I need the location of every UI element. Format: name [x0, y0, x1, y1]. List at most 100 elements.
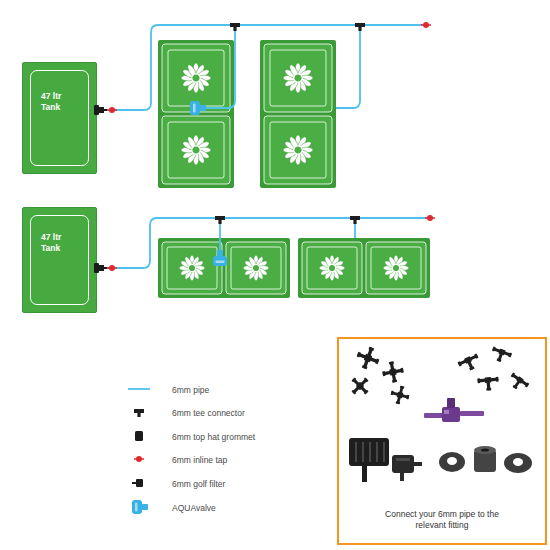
- tank-fitting: [94, 105, 107, 273]
- filter-photo: [362, 442, 364, 462]
- legend-entry: 6mm inline tap: [172, 455, 227, 465]
- illustration: [107, 265, 117, 271]
- filter-photo: [362, 466, 367, 482]
- golf-filter-symbol: [132, 479, 143, 487]
- tray: [158, 40, 234, 188]
- water-tank: 47 ltr Tank: [22, 62, 97, 174]
- legend-text: 6mm tee connector: [172, 408, 245, 418]
- tray: [158, 238, 290, 298]
- filter-photo: [392, 455, 414, 473]
- tray: [168, 122, 224, 178]
- legend-symbols: [134, 456, 144, 462]
- pipe-sample: [128, 388, 150, 390]
- filter-photo: [376, 442, 378, 462]
- grommet-photo: [481, 448, 489, 451]
- purple-tap-photo: [444, 410, 449, 414]
- tank-label: 47 ltr Tank: [41, 91, 77, 113]
- tray: [162, 116, 230, 184]
- pipe: [206, 25, 235, 108]
- filter-photo: [349, 438, 389, 466]
- purple-tap-photo: [424, 413, 444, 418]
- tray: [264, 116, 332, 184]
- filter-photo: [383, 442, 385, 462]
- filter-photo: [414, 462, 422, 466]
- tray: [226, 242, 286, 294]
- tray: [283, 63, 313, 93]
- tray: [260, 40, 336, 188]
- tank-fitting: [104, 109, 107, 111]
- tray: [231, 247, 281, 289]
- purple-tap-photo: [424, 398, 484, 422]
- illustration: [215, 216, 225, 224]
- golf-filter-symbol: [132, 482, 136, 484]
- fittings-photo: [457, 353, 481, 374]
- tray: [168, 50, 224, 106]
- tank-inner-outline: [30, 215, 89, 305]
- tray: [243, 255, 269, 281]
- tray: [158, 40, 234, 188]
- legend-symbols: [132, 500, 148, 514]
- grommet-photo: [447, 457, 457, 465]
- tank-label: 47 ltr Tank: [41, 232, 77, 254]
- water-tank: 47 ltr Tank: [22, 207, 97, 313]
- grommet-photo: [439, 446, 532, 473]
- grommet-photo: [513, 458, 523, 466]
- tray: [298, 238, 430, 298]
- filter-photo: [355, 442, 357, 462]
- filter-photo: [400, 473, 404, 481]
- pipe: [103, 218, 427, 268]
- legend-entry: AQUAvalve: [172, 503, 216, 513]
- grommet-photo: [439, 452, 465, 472]
- purple-tap-photo: [460, 411, 484, 416]
- pipe: [336, 25, 360, 108]
- tray: [179, 255, 205, 281]
- legend-text: 6mm golf filter: [172, 479, 225, 489]
- tray: [264, 44, 332, 112]
- tank-fitting: [94, 263, 99, 273]
- tank-fitting: [104, 267, 107, 269]
- caption-text: Connect your 6mm pipe to the relevant fi…: [375, 509, 509, 531]
- fittings-photo: [346, 344, 532, 482]
- illustration: [230, 23, 240, 31]
- tray: [167, 247, 217, 289]
- tray: [162, 242, 222, 294]
- text-area: 47 ltr Tank: [41, 232, 77, 254]
- legend-symbols: [134, 409, 144, 417]
- tray: [302, 242, 362, 294]
- illustration: [425, 215, 435, 221]
- legend-entry: 6mm pipe: [172, 385, 209, 395]
- legend-text: AQUAvalve: [172, 503, 216, 513]
- illustration: [355, 23, 365, 31]
- text-area: Connect your 6mm pipe to the relevant fi…: [339, 509, 545, 531]
- golf-filter-symbol: [136, 479, 143, 487]
- tray: [371, 247, 421, 289]
- tray: [307, 247, 357, 289]
- illustration: [213, 250, 227, 266]
- tank-inner-outline: [30, 70, 89, 166]
- legend-text: 6mm pipe: [172, 385, 209, 395]
- tray: [181, 63, 211, 93]
- pipe: [219, 218, 221, 250]
- fittings-photo: [354, 344, 382, 372]
- legend-entry: 6mm golf filter: [172, 479, 225, 489]
- legend-text: 6mm top hat grommet: [172, 432, 255, 442]
- legend-symbols: [128, 389, 150, 514]
- pipe: [103, 25, 423, 110]
- tray: [283, 135, 313, 165]
- tank-fitting: [99, 265, 104, 271]
- grommet-photo: [474, 450, 496, 472]
- filter-photo: [369, 442, 371, 462]
- tray: [181, 135, 211, 165]
- tray: [162, 44, 230, 112]
- fittings-panel: Connect your 6mm pipe to the relevant fi…: [337, 337, 547, 545]
- tank-fitting: [94, 105, 99, 115]
- legend-entry: 6mm top hat grommet: [172, 432, 255, 442]
- illustration: [190, 101, 206, 115]
- tank-fitting: [99, 107, 104, 113]
- tray: [319, 255, 345, 281]
- text-area: 47 ltr Tank: [41, 91, 77, 113]
